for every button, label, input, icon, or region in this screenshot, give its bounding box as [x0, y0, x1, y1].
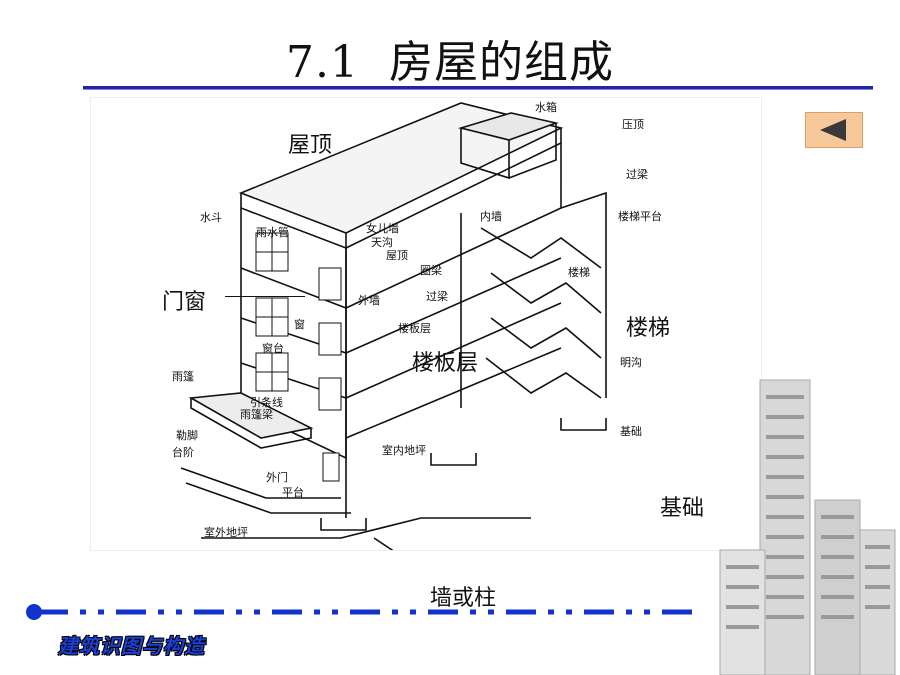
label-canopy: 雨篷	[172, 370, 194, 383]
label-drip-line: 引条线	[250, 396, 283, 409]
title-rule-shadow	[83, 89, 873, 90]
left-triangle-icon	[820, 119, 846, 141]
label-gutter: 天沟	[371, 236, 393, 249]
slide-title-text: 房屋的组成	[388, 37, 614, 88]
footer-title: 建筑识图与构造	[58, 634, 205, 658]
slide-number: 7.1	[286, 37, 359, 88]
label-open-drain: 明沟	[620, 356, 642, 369]
building-section-diagram	[90, 97, 762, 567]
label-parapet: 女儿墙	[366, 222, 399, 235]
label-rain-pipe: 雨水管	[256, 226, 289, 239]
slide-title: 7.1 房屋的组成	[0, 26, 900, 90]
label-plinth: 勒脚	[176, 429, 198, 442]
label-steps: 台阶	[172, 446, 194, 459]
label-ring-beam: 圈梁	[420, 264, 442, 277]
label-water-hopper: 水斗	[200, 211, 222, 224]
label-foundation-small: 基础	[620, 425, 642, 438]
label-stair-flight: 楼梯	[568, 266, 590, 279]
dash-dot-divider	[26, 604, 704, 620]
label-floor-slab-small: 楼板层	[398, 322, 431, 335]
high-rise-building-image	[719, 379, 896, 675]
label-pressure-top: 压顶	[622, 118, 644, 131]
building-drawing	[180, 102, 607, 567]
label-water-tank: 水箱	[535, 101, 557, 114]
label-window: 窗	[294, 318, 305, 331]
label-door-window: 门窗	[162, 290, 207, 315]
label-indoor-floor: 室内地坪	[382, 444, 426, 457]
label-outer-door: 外门	[266, 471, 288, 484]
label-inner-wall: 内墙	[480, 210, 502, 223]
label-outer-wall: 外墙	[358, 294, 380, 307]
label-canopy-beam: 雨篷梁	[240, 408, 273, 421]
label-lintel-mid: 过梁	[426, 290, 448, 303]
label-foundation: 基础	[660, 496, 705, 521]
label-outdoor-ground: 室外地坪	[204, 526, 248, 539]
back-button[interactable]	[805, 112, 863, 148]
label-wall-column: 墙或柱	[430, 586, 497, 611]
label-floor-layer: 楼板层	[412, 351, 479, 376]
label-lintel-top: 过梁	[626, 168, 648, 181]
label-roof: 屋顶	[288, 133, 333, 158]
leader-door-window	[225, 296, 305, 297]
label-stairs: 楼梯	[626, 316, 671, 341]
label-platform: 平台	[282, 486, 304, 499]
label-window-sill: 窗台	[262, 342, 284, 355]
label-stair-platform: 楼梯平台	[618, 210, 662, 223]
title-rule	[83, 86, 873, 89]
label-roof-slab: 屋顶	[386, 249, 408, 262]
